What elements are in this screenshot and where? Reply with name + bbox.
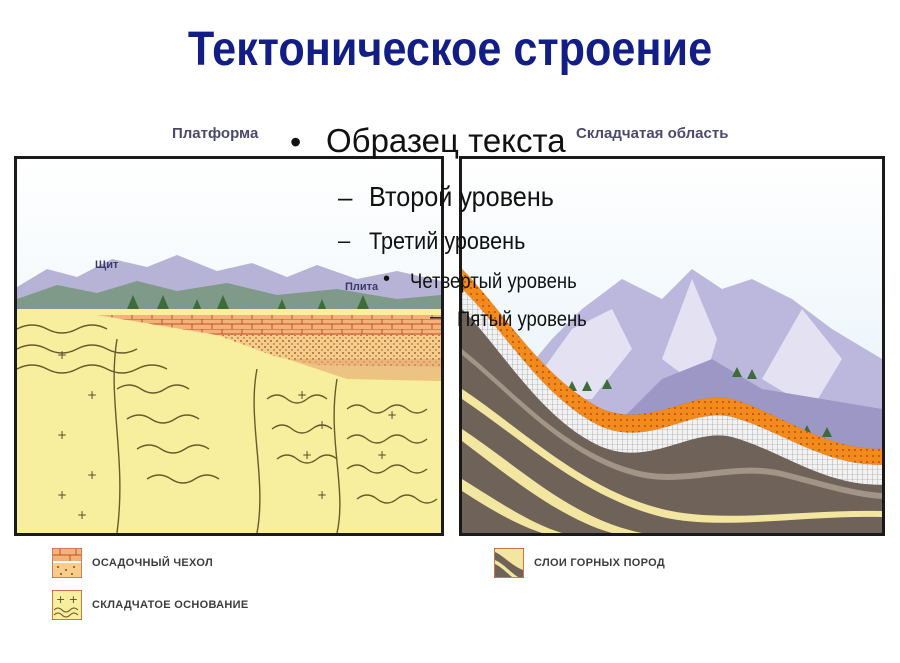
sedimentary-swatch-icon [52,548,82,578]
fold-area-caption: Складчатая область [576,125,729,142]
svg-text:+: + [377,448,387,462]
fold-area-panel [459,156,885,536]
svg-text:+: + [317,488,327,502]
plate-label: Плита [345,281,379,293]
basement-swatch-icon: + + [52,590,82,620]
svg-text:+: + [87,468,97,482]
svg-text:+: + [297,388,307,402]
legend-rock-layers: СЛОИ ГОРНЫХ ПОРОД [494,548,665,578]
svg-text:+: + [57,428,67,442]
legend-label: СЛОИ ГОРНЫХ ПОРОД [534,557,665,569]
legend-folded-basement: + + СКЛАДЧАТОЕ ОСНОВАНИЕ [52,590,248,620]
svg-text:+: + [57,488,67,502]
svg-text:+: + [57,348,67,362]
shield-label: Щит [95,259,119,271]
svg-text:+ +: + + [56,593,78,606]
legend-sedimentary-cover: ОСАДОЧНЫЙ ЧЕХОЛ [52,548,213,578]
legend-label: СКЛАДЧАТОЕ ОСНОВАНИЕ [92,599,249,611]
slide-title: Тектоническое строение [187,23,713,76]
platform-caption: Платформа [172,125,259,142]
svg-text:+: + [87,388,97,402]
legend-label: ОСАДОЧНЫЙ ЧЕХОЛ [92,557,213,569]
fold-area-illustration [462,159,882,533]
placeholder-level1[interactable]: Образец текста [326,122,566,159]
svg-text:+: + [77,508,87,522]
svg-text:+: + [317,418,327,432]
platform-illustration: + + + + + + + + + + + + [17,159,441,533]
platform-panel: + + + + + + + + + + + + Щит Плита [14,156,444,536]
svg-text:+: + [387,408,397,422]
rock-layers-swatch-icon [494,548,524,578]
svg-text:+: + [302,448,312,462]
